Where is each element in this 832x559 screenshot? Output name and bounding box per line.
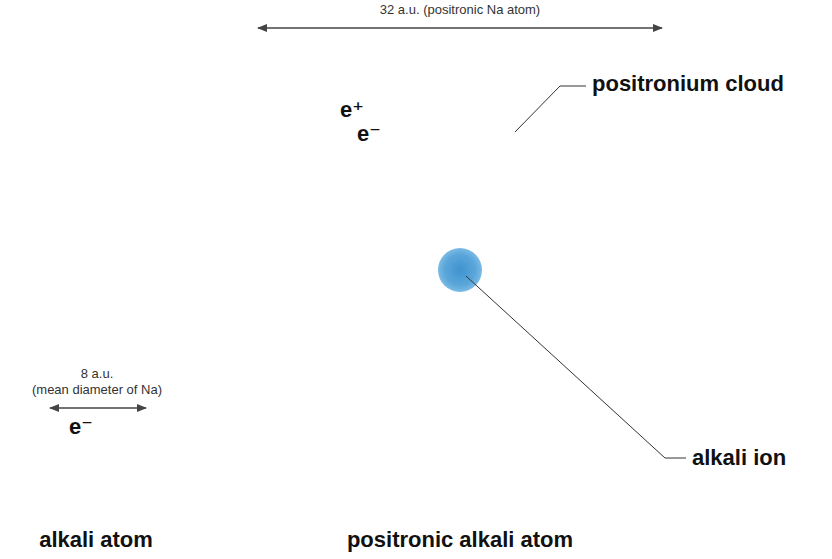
part-label: alkali ion [692, 445, 786, 470]
electron-symbol: e⁻ [357, 122, 381, 146]
caption-label: alkali atom [39, 527, 153, 552]
electron-symbol: e⁻ [69, 415, 93, 439]
dimension-note: (mean diameter of Na) [32, 383, 162, 398]
part-label: positronium cloud [592, 71, 784, 96]
dimension-label: 32 a.u. (positronic Na atom) [380, 3, 540, 18]
dimension-arrow [50, 407, 146, 408]
positron-symbol: e⁺ [340, 98, 364, 122]
leader-line [466, 276, 686, 458]
dimension-arrow [258, 27, 662, 28]
cloud-shape [255, 65, 665, 475]
positronium-cloud: e⁺e⁻ [255, 65, 665, 475]
alkali-ion-dot [438, 248, 482, 292]
alkali-atom: e⁻ [53, 413, 137, 497]
leader-line [515, 86, 586, 132]
atom-shape [53, 413, 137, 497]
dimension-label: 8 a.u. [81, 367, 114, 382]
caption-label: positronic alkali atom [347, 527, 573, 552]
